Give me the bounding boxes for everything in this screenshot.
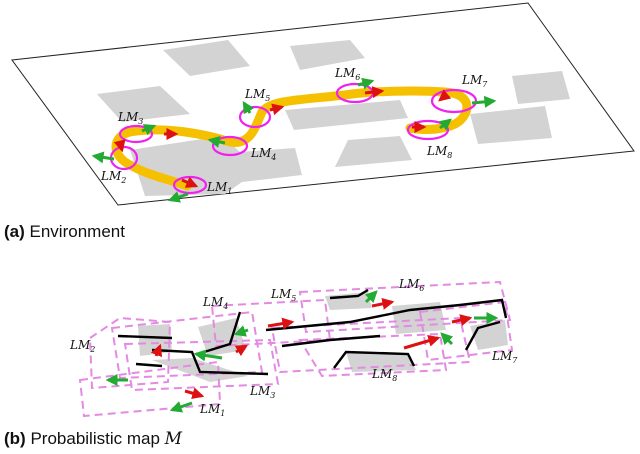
obstacle: [97, 86, 190, 122]
wall: [135, 362, 163, 368]
obstacle: [163, 40, 250, 76]
landmark-label: LM6: [398, 277, 424, 293]
pose-arrow: [184, 387, 205, 400]
pose-arrow: [91, 151, 115, 164]
pose-arrows-green: [91, 77, 497, 203]
pose-arrow: [364, 86, 385, 99]
obstacle: [285, 100, 408, 130]
local-map-6: [298, 280, 512, 334]
pose-arrow: [471, 95, 497, 108]
obstacle: [470, 106, 552, 144]
landmark-label: LM2: [69, 338, 95, 354]
landmark-labels-a: LM1 LM2 LM3 LM4 LM5 LM6 LM7 LM8: [100, 66, 488, 196]
landmark-label: LM4: [250, 146, 276, 162]
panel-a-environment: LM1 LM2 LM3 LM4 LM5 LM6 LM7 LM8: [11, 2, 635, 206]
pose-arrow: [438, 118, 452, 131]
pose-arrow: [150, 343, 163, 358]
caption-a-text: Environment: [29, 222, 125, 241]
caption-b-tag: (b): [4, 429, 26, 448]
obstacle: [335, 136, 412, 167]
pose-arrow: [233, 325, 249, 337]
wall: [333, 350, 416, 369]
obstacle: [325, 292, 372, 310]
pose-arrow: [451, 314, 473, 326]
pose-arrow: [141, 124, 157, 136]
pose-arrow: [357, 77, 375, 90]
wall: [151, 348, 269, 376]
pose-arrow: [403, 334, 441, 350]
pose-arrow: [207, 135, 226, 148]
wall: [464, 320, 501, 351]
map-walls: [117, 288, 508, 376]
local-map-3: [123, 338, 280, 392]
pose-arrow: [440, 332, 454, 346]
landmark-label: LM8: [371, 367, 397, 383]
local-maps: [78, 280, 514, 418]
landmark-label: LM3: [249, 384, 275, 400]
wall: [329, 288, 369, 300]
wall: [117, 334, 173, 340]
landmark-ellipse: [430, 88, 478, 114]
pose-arrow: [234, 344, 249, 357]
pose-arrow: [113, 139, 126, 153]
local-map-1: [78, 360, 222, 418]
panel-b-probabilistic-map: LM1 LM2 LM3 LM4 LM5 LM6 LM7 LM8: [69, 277, 518, 418]
pose-arrow: [269, 103, 285, 116]
pose-arrow: [364, 290, 378, 304]
landmark-label: LM1: [206, 180, 232, 196]
landmark-label: LM5: [244, 87, 270, 103]
pose-arrow: [371, 297, 395, 310]
caption-b: (b) Probabilistic map M: [4, 429, 182, 449]
landmark-label: LM6: [334, 66, 360, 82]
landmark-label: LM1: [199, 402, 225, 418]
landmark-label: LM5: [270, 287, 296, 303]
landmark-label: LM3: [117, 110, 143, 126]
wall: [203, 311, 242, 354]
pose-arrows-red: [113, 86, 452, 188]
landmark-label: LM7: [491, 349, 518, 365]
local-map-7: [418, 300, 514, 362]
landmark-label: LM8: [426, 144, 452, 160]
landmark-label: LM4: [202, 295, 228, 311]
local-map-4: [110, 310, 264, 380]
landmark-label: LM2: [100, 169, 126, 185]
map-arrows-green: [105, 290, 499, 413]
pose-arrow: [193, 349, 223, 362]
pose-arrow: [167, 191, 189, 203]
pose-arrow: [267, 317, 295, 330]
local-map-2: [88, 316, 172, 390]
landmark-label: LM7: [461, 73, 488, 89]
pose-arrow: [242, 100, 255, 115]
caption-b-symbol: M: [164, 429, 183, 449]
pose-arrow: [169, 401, 193, 413]
obstacle: [290, 40, 365, 70]
pose-arrow: [438, 89, 452, 102]
pose-arrow: [181, 176, 199, 188]
obstacle: [138, 324, 172, 356]
landmark-labels-b: LM1 LM2 LM3 LM4 LM5 LM6 LM7 LM8: [69, 277, 518, 418]
caption-a-tag: (a): [4, 222, 25, 241]
caption-b-text: Probabilistic map: [30, 429, 160, 448]
map-arrows-red: [150, 297, 473, 400]
wall: [281, 334, 381, 348]
wall: [265, 298, 508, 332]
landmark-ellipse: [238, 105, 272, 129]
caption-a: (a) Environment: [4, 222, 125, 242]
local-map-9: [298, 332, 448, 378]
obstacle: [512, 71, 570, 104]
